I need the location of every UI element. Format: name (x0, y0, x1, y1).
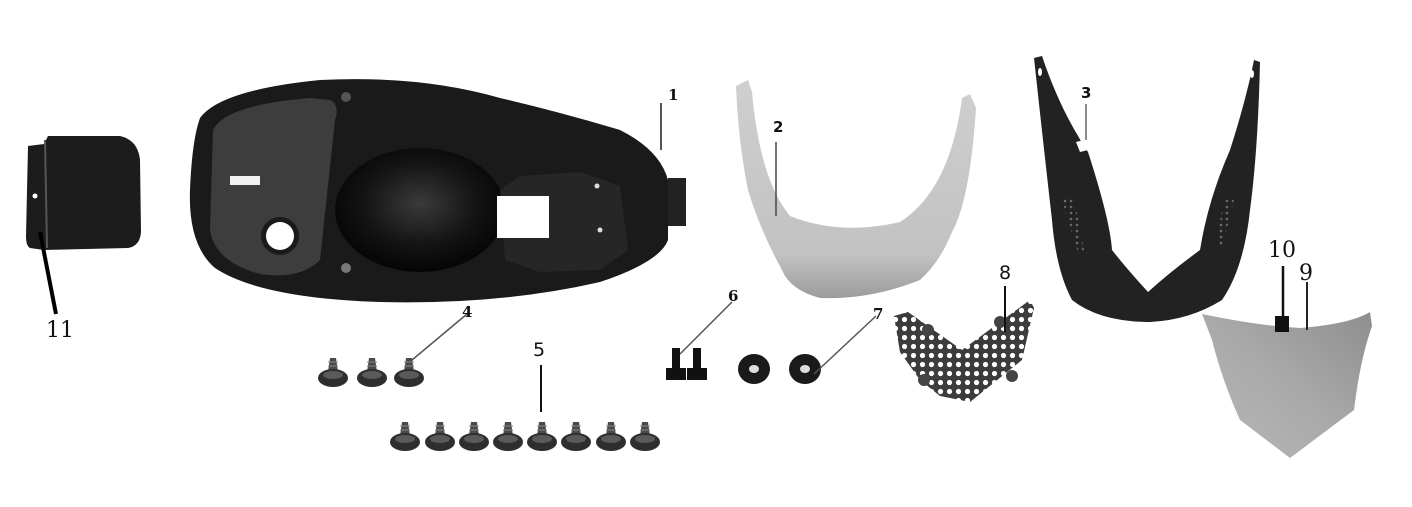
callout-4: 4 (462, 303, 473, 321)
part-3-rear-cowling (1034, 56, 1260, 322)
callout-10: 10 (1268, 238, 1296, 263)
part-11-cover (26, 136, 141, 315)
callout-7: 7 (873, 305, 884, 323)
leader-line-7 (813, 315, 877, 375)
callout-1: 1 (668, 86, 679, 104)
callout-5: 5 (533, 339, 546, 361)
leader-line-6 (679, 301, 733, 355)
callout-8: 8 (999, 262, 1012, 284)
part-8-grille (894, 286, 1034, 402)
part-5-screws (389, 365, 661, 452)
part-6-bolts (666, 301, 733, 380)
callout-2: 2 (773, 118, 784, 136)
leader-line-11 (38, 231, 58, 315)
part-9-rear-shield (1202, 282, 1372, 458)
callout-9: 9 (1299, 261, 1313, 286)
part-4-screws (317, 313, 468, 388)
part-10-clip (1275, 266, 1289, 332)
callout-3: 3 (1081, 84, 1092, 102)
callout-11: 11 (46, 318, 74, 343)
callout-6: 6 (728, 287, 739, 305)
part-2-trim-cover (736, 80, 976, 299)
part-7-clip-nuts (738, 315, 877, 384)
part-1-storage-compartment (189, 79, 686, 303)
leader-line-4 (411, 313, 468, 361)
